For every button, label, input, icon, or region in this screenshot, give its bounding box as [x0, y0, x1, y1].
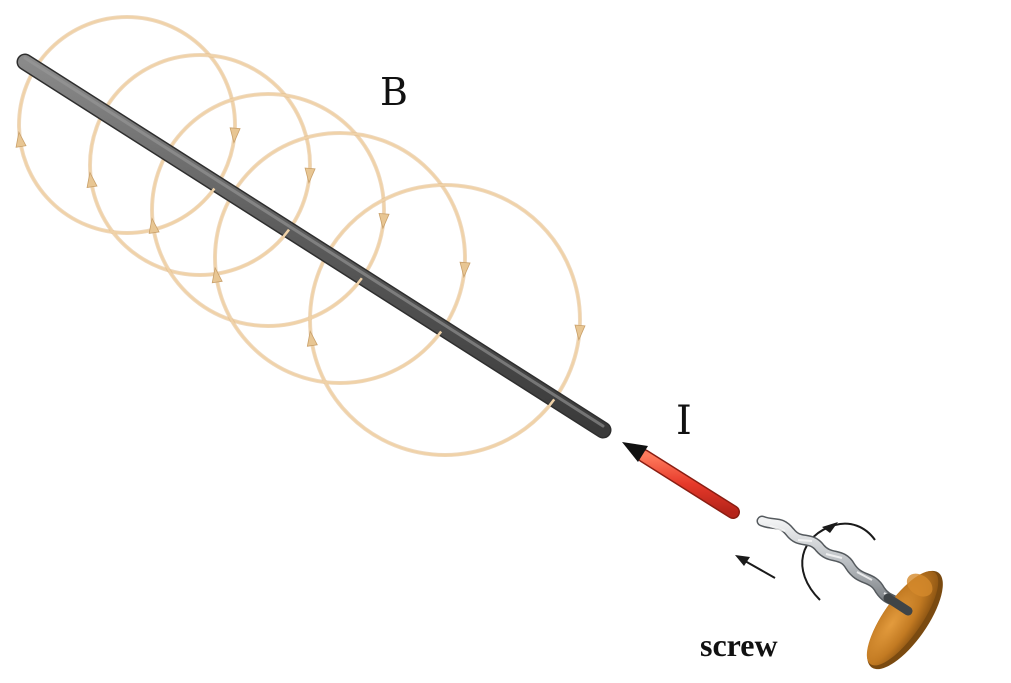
field-arrow-icon: [229, 127, 241, 144]
field-label: B: [380, 70, 408, 114]
field-loop-front-arc: [182, 228, 291, 277]
field-arrow-icon: [574, 324, 586, 341]
field-arrow-icon: [211, 266, 223, 284]
field-arrow-icon: [148, 217, 160, 234]
field-arrow-icon: [304, 167, 316, 184]
field-loop-front-arc: [320, 330, 443, 385]
field-arrow-icon: [86, 171, 98, 189]
field-loop-front-arc: [109, 187, 216, 235]
motion-arrow-icon: [735, 555, 776, 579]
current-label: I: [676, 398, 692, 444]
field-arrow-icon: [15, 131, 27, 148]
magnetic-field-loops-front: [109, 187, 556, 457]
field-loop-front-arc: [423, 398, 556, 457]
field-loop-front-arc: [249, 277, 363, 328]
screw-label: screw: [700, 627, 778, 663]
field-direction-arrows: [15, 127, 586, 347]
screw-icon: [756, 515, 943, 670]
wire: [16, 53, 612, 439]
field-arrow-icon: [378, 213, 390, 230]
rotation-arrow-icon: [801, 522, 876, 601]
current-arrow-icon: [622, 442, 740, 519]
field-arrow-icon: [459, 261, 471, 279]
field-arrow-icon: [306, 330, 318, 347]
